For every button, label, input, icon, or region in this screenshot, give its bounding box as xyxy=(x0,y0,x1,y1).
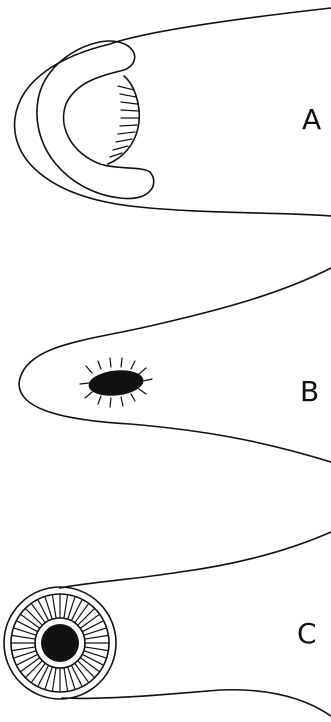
panel-c-tooth xyxy=(64,669,67,691)
panel-c-tooth xyxy=(86,647,108,650)
panel-a-body-outline xyxy=(15,8,331,216)
panel-c-tooth xyxy=(86,635,108,638)
panel-b-drawing xyxy=(0,240,331,480)
panel-c: C xyxy=(0,480,331,722)
panel-b-mouth-slit xyxy=(88,368,144,398)
panel-a-mouth-field xyxy=(108,76,139,164)
panel-c-tooth xyxy=(32,664,45,682)
panel-a-hatching xyxy=(110,86,138,157)
panel-a: A xyxy=(0,0,331,240)
panel-c-tooth xyxy=(81,658,99,671)
panel-c-tooth xyxy=(75,664,88,682)
panel-c-tooth xyxy=(78,661,94,677)
panel-c-tooth xyxy=(13,635,35,638)
panel-c-tooth xyxy=(21,615,39,628)
panel-b-body-outline xyxy=(19,268,331,462)
panel-b: B xyxy=(0,240,331,480)
panel-c-tooth xyxy=(52,596,55,618)
panel-a-drawing xyxy=(0,0,331,240)
panel-b-label: B xyxy=(300,378,319,406)
panel-c-tooth xyxy=(26,661,42,677)
panel-c-body-outline-lower xyxy=(62,690,331,716)
panel-c-tooth xyxy=(75,604,88,622)
panel-c-tooth xyxy=(13,647,35,650)
panel-c-drawing xyxy=(0,480,331,722)
panel-c-tooth xyxy=(26,609,42,625)
panel-c-tooth xyxy=(52,669,55,691)
panel-a-label: A xyxy=(302,106,321,134)
panel-c-tooth xyxy=(21,658,39,671)
panel-c-tooth xyxy=(64,596,67,618)
panel-c-tooth xyxy=(78,609,94,625)
panel-c-tooth xyxy=(32,604,45,622)
panel-c-label: C xyxy=(297,620,317,648)
panel-c-oral-opening xyxy=(41,624,79,662)
panel-c-tooth xyxy=(81,615,99,628)
panel-c-body-outline xyxy=(60,532,331,588)
